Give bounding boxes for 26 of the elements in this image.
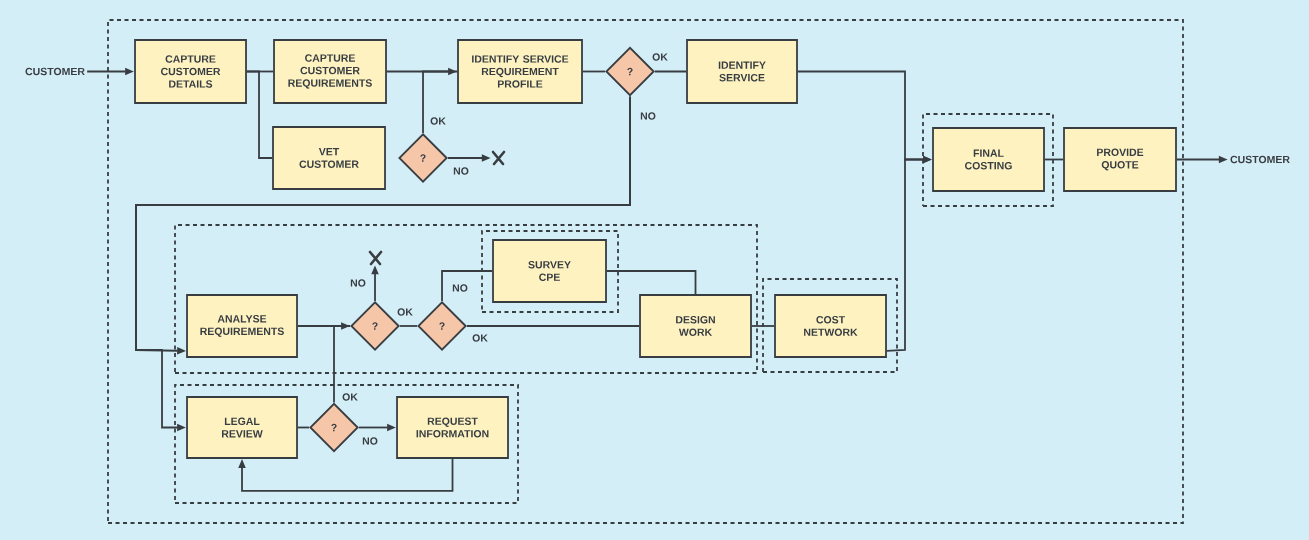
process-box: COST NETWORK [774, 294, 887, 358]
cross-mark [491, 150, 506, 166]
arrow [238, 458, 454, 492]
process-box: SURVEY CPE [492, 239, 607, 303]
edge-label: NO [349, 278, 367, 288]
process-box: IDENTIFY SERVICE REQUIREMENT PROFILE [457, 39, 583, 104]
edge-label: OK [471, 333, 489, 343]
process-box: VET CUSTOMER [272, 126, 386, 190]
edge-label: NO [451, 283, 469, 293]
endpoint-label: CUSTOMER [25, 67, 85, 76]
edge-label: OK [429, 116, 447, 126]
endpoint-label: CUSTOMER [1230, 155, 1290, 164]
cross-mark [368, 250, 383, 266]
process-box: PROVIDE QUOTE [1063, 127, 1177, 192]
process-box: CAPTURE CUSTOMER REQUIREMENTS [273, 39, 387, 104]
edge-label: OK [341, 392, 359, 402]
process-box: DESIGN WORK [639, 294, 752, 358]
edge-label: NO [361, 436, 379, 446]
process-box: FINAL COSTING [932, 127, 1045, 192]
process-box: LEGAL REVIEW [186, 396, 298, 459]
process-box: CAPTURE CUSTOMER DETAILS [134, 39, 247, 104]
edge-label: NO [452, 166, 470, 176]
process-box: IDENTIFY SERVICE [686, 39, 798, 104]
process-box: REQUEST INFORMATION [396, 396, 509, 459]
edge-label: NO [639, 111, 657, 121]
process-box: ANALYSE REQUIREMENTS [186, 294, 298, 358]
